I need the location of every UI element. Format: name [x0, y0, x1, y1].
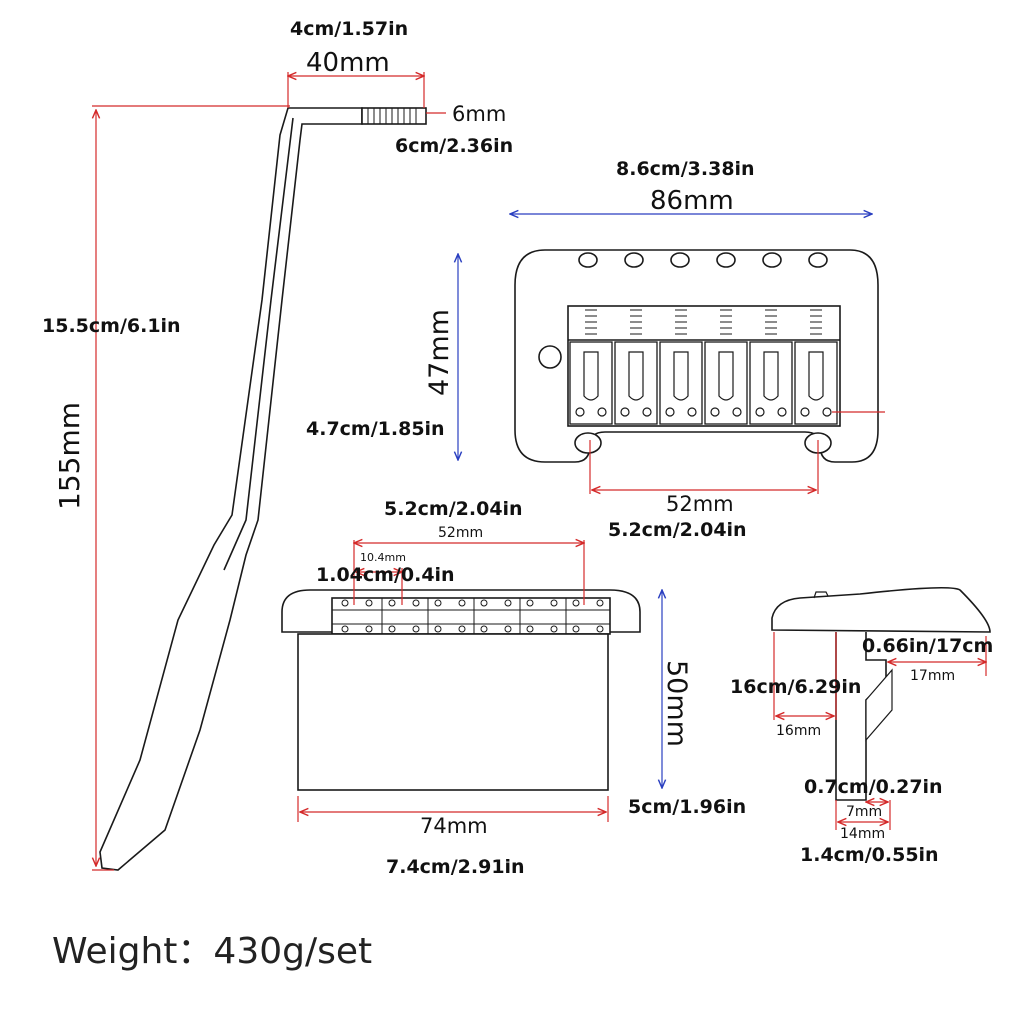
bridge-side-view: [771, 586, 991, 801]
top-width-mm-label: 86mm: [650, 186, 734, 216]
top-view-dimension-lines: [458, 214, 885, 494]
arm-length-imperial-label: 15.5cm/6.1in: [42, 315, 181, 337]
side-left-imperial-label: 16cm/6.29in: [730, 676, 862, 698]
top-height-imperial-label: 4.7cm/1.85in: [306, 418, 445, 440]
top-height-mm-label: 47mm: [424, 309, 455, 396]
bridge-top-view: [514, 249, 879, 463]
string-spacing-mm-label: 10.4mm: [360, 551, 406, 564]
front-span-imperial-label: 5.2cm/2.04in: [384, 498, 523, 520]
side-bottom-imperial-label: 0.7cm/0.27in: [804, 776, 943, 798]
bridge-front-view: [281, 589, 641, 791]
thread-length-label: 6cm/2.36in: [395, 135, 514, 157]
tremolo-arm: [99, 107, 427, 871]
block-height-imperial-label: 5cm/1.96in: [628, 796, 747, 818]
side-base-imperial-label: 1.4cm/0.55in: [800, 844, 939, 866]
block-width-imperial-label: 7.4cm/2.91in: [386, 856, 525, 878]
post-spacing-mm-label: 52mm: [666, 492, 734, 516]
side-top-mm-label: 17mm: [910, 668, 956, 684]
string-spacing-imperial-label: 1.04cm/0.4in: [316, 564, 455, 586]
side-left-mm-label: 16mm: [776, 723, 822, 739]
arm-dimension-lines: [92, 72, 446, 871]
side-top-imperial-label: 0.66in/17cm: [862, 635, 994, 657]
side-bottom-mm-label: 7mm: [846, 804, 883, 820]
post-spacing-imperial-label: 5.2cm/2.04in: [608, 519, 747, 541]
block-height-mm-label: 50mm: [661, 660, 692, 747]
arm-length-mm-label: 155mm: [53, 402, 86, 510]
arm-width-imperial-label: 4cm/1.57in: [290, 18, 409, 40]
side-base-mm-label: 14mm: [840, 826, 886, 842]
side-view-dimension-lines: [773, 632, 986, 830]
block-width-mm-label: 74mm: [420, 814, 488, 838]
arm-width-mm-label: 40mm: [306, 48, 390, 78]
weight-label: Weight：430g/set: [52, 931, 373, 972]
front-span-mm-label: 52mm: [438, 525, 484, 541]
top-width-imperial-label: 8.6cm/3.38in: [616, 158, 755, 180]
thread-diameter-label: 6mm: [452, 102, 507, 126]
front-view-dimension-lines: [297, 540, 662, 822]
